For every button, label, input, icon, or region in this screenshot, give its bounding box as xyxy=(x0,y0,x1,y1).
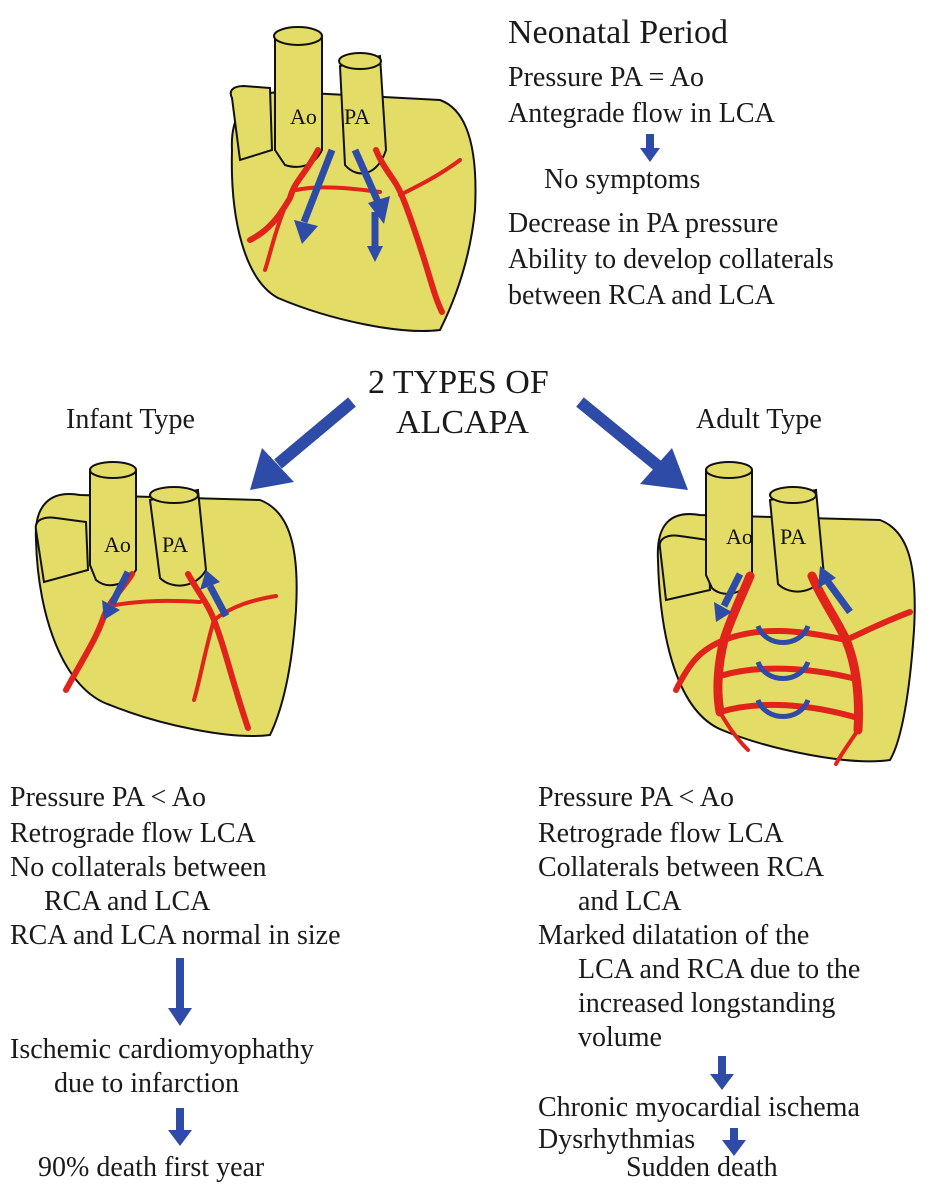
infant-line-3: No collaterals between xyxy=(10,852,267,884)
adult-line-4: and LCA xyxy=(578,886,681,918)
adult-down-arrow-1 xyxy=(710,1056,734,1092)
infant-line-1: Pressure PA < Ao xyxy=(10,782,206,814)
infant-outcome-1a: Ischemic cardiomyophathy xyxy=(10,1034,314,1066)
adult-line-7: increased longstanding xyxy=(578,988,835,1020)
adult-pa-label: PA xyxy=(780,524,806,549)
infant-outcome-1b: due to infarction xyxy=(54,1068,239,1100)
adult-line-8: volume xyxy=(578,1022,662,1054)
adult-line-1: Pressure PA < Ao xyxy=(538,782,734,814)
adult-line-6: LCA and RCA due to the xyxy=(578,954,860,986)
infant-line-5: RCA and LCA normal in size xyxy=(10,920,341,952)
infant-outcome-2: 90% death first year xyxy=(38,1152,264,1184)
infant-line-2: Retrograde flow LCA xyxy=(10,818,256,850)
adult-outcome-2: Sudden death xyxy=(626,1152,778,1184)
adult-line-2: Retrograde flow LCA xyxy=(538,818,784,850)
infant-down-arrow-2 xyxy=(168,1108,192,1148)
adult-line-3: Collaterals between RCA xyxy=(538,852,824,884)
infant-line-4: RCA and LCA xyxy=(44,886,210,918)
adult-outcome-1a: Chronic myocardial ischema xyxy=(538,1092,860,1124)
adult-aorta-label: Ao xyxy=(726,524,753,549)
adult-line-5: Marked dilatation of the xyxy=(538,920,809,952)
infant-down-arrow-1 xyxy=(168,958,192,1028)
